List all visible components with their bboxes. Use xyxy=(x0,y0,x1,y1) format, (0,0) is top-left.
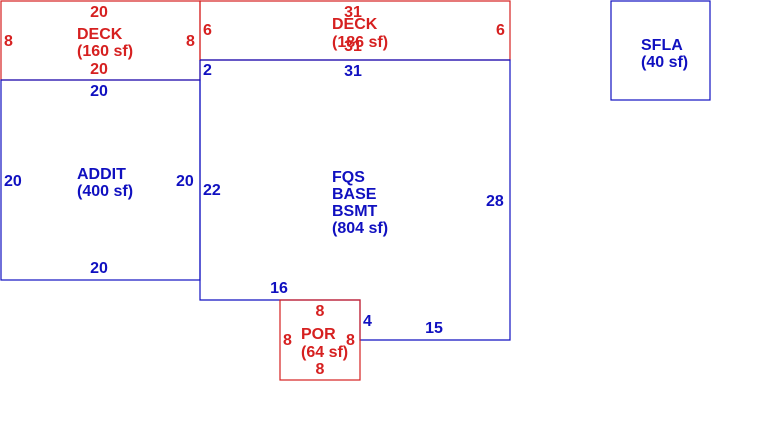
por-area: 8 8 8 8 POR (64 sf) xyxy=(279,299,361,381)
por-top-dimension: 8 xyxy=(316,303,325,320)
deck-left-left-dimension: 8 xyxy=(4,33,13,50)
main-name-line3: BSMT xyxy=(332,203,378,220)
sfla-area-label: (40 sf) xyxy=(641,54,688,71)
addit-top-dimension: 20 xyxy=(90,83,108,100)
deck-right-left-dimension: 6 xyxy=(203,22,212,39)
deck-right-area: (186 sf) xyxy=(332,34,388,51)
deck-right-bottom-dimension: 31 xyxy=(344,38,362,55)
deck-left-bottom-dimension: 20 xyxy=(90,61,108,78)
deck-left-top-dimension: 20 xyxy=(90,4,108,21)
por-area-label: (64 sf) xyxy=(301,344,348,361)
por-bottom-dimension: 8 xyxy=(316,361,325,378)
main-left-dimension: 22 xyxy=(203,182,221,199)
addit-area: 20 20 20 20 ADDIT (400 sf) xyxy=(0,79,201,281)
deck-right: 31 31 6 6 DECK (186 sf) xyxy=(199,0,511,61)
main-bottom-right-dimension: 15 xyxy=(425,320,443,337)
por-outline xyxy=(279,299,361,381)
main-name-line2: BASE xyxy=(332,186,377,203)
deck-left-name: DECK xyxy=(77,26,123,43)
deck-left-right-dimension: 8 xyxy=(186,33,195,50)
deck-right-top-dimension: 31 xyxy=(344,4,362,21)
por-right-dimension: 8 xyxy=(346,332,355,349)
addit-right-dimension: 20 xyxy=(176,173,194,190)
sfla-outline xyxy=(610,0,711,101)
main-area: 31 2 22 28 16 4 15 FQS BASE BSMT (804 sf… xyxy=(199,59,511,341)
main-bottom-left-dimension: 16 xyxy=(270,280,288,297)
deck-right-right-dimension: 6 xyxy=(496,22,505,39)
deck-left: 20 20 8 8 DECK (160 sf) xyxy=(0,0,201,81)
main-top-dimension: 31 xyxy=(344,63,362,80)
main-right-dimension: 28 xyxy=(486,193,504,210)
deck-right-name: DECK xyxy=(332,16,378,33)
por-left-dimension: 8 xyxy=(283,332,292,349)
deck-left-area: (160 sf) xyxy=(77,43,133,60)
main-area-label: (804 sf) xyxy=(332,220,388,237)
addit-left-dimension: 20 xyxy=(4,173,22,190)
addit-name: ADDIT xyxy=(77,166,126,183)
main-name-line1: FQS xyxy=(332,169,365,186)
addit-area-label: (400 sf) xyxy=(77,183,133,200)
sfla-area: SFLA (40 sf) xyxy=(610,0,711,101)
sfla-name: SFLA xyxy=(641,37,683,54)
main-notch-dimension: 4 xyxy=(363,313,372,330)
por-name: POR xyxy=(301,326,336,343)
addit-bottom-dimension: 20 xyxy=(90,260,108,277)
main-left-short-dimension: 2 xyxy=(203,62,212,79)
